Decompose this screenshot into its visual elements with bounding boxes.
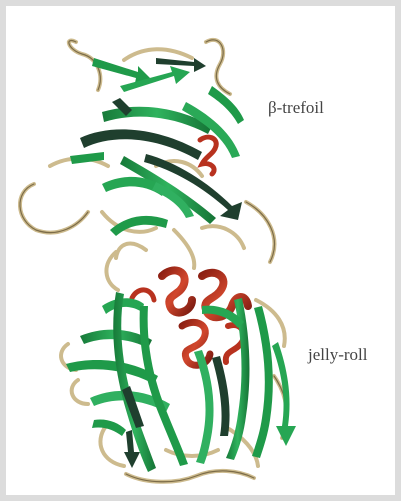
jellyroll-domain-label: jelly-roll bbox=[308, 345, 367, 365]
protein-ribbon-diagram bbox=[6, 6, 395, 495]
trefoil-domain bbox=[20, 40, 274, 268]
figure-panel: β-trefoil jelly-roll bbox=[6, 6, 395, 495]
trefoil-helices bbox=[200, 137, 216, 174]
trefoil-domain-label: β-trefoil bbox=[268, 98, 324, 118]
